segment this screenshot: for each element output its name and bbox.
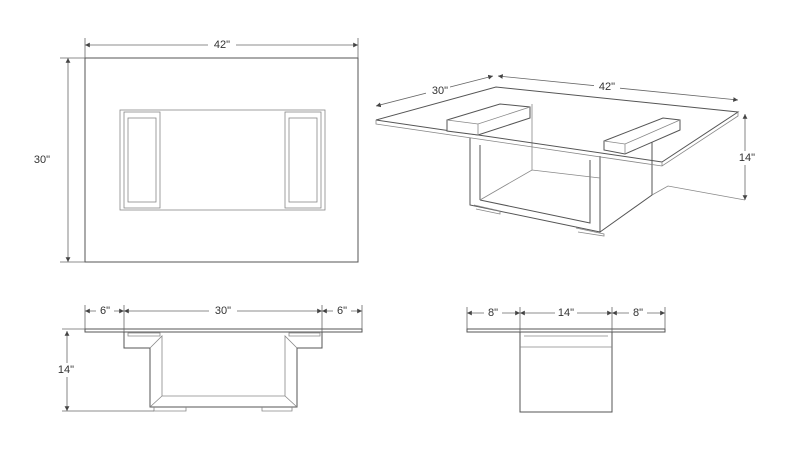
perspective-height-label: 14" [739,152,755,164]
side-view: 8" 14" 8" [466,306,666,413]
width-label: 42" [214,39,230,51]
perspective-view: 30" 42" 14" [375,74,758,237]
base-outline [119,109,326,211]
glass-top-outline [84,57,359,263]
perspective-width-label: 42" [599,81,615,93]
left-pedestal-plate [123,111,161,209]
front-left-overhang-label: 6" [100,305,110,317]
side-base-depth-label: 14" [558,307,574,319]
base-body [519,331,613,413]
depth-label: 30" [34,154,50,166]
front-base-width-label: 30" [215,305,231,317]
glass-top-edge [84,328,363,333]
front-height-label: 14" [58,364,74,376]
side-right-overhang-label: 8" [633,307,643,319]
front-right-overhang-label: 6" [337,305,347,317]
perspective-depth-label: 30" [432,85,448,97]
side-left-overhang-label: 8" [488,307,498,319]
top-view: 42" 30" [34,38,359,263]
right-pedestal-plate [284,111,322,209]
front-view: 6" 30" 6" 14" [56,304,363,412]
